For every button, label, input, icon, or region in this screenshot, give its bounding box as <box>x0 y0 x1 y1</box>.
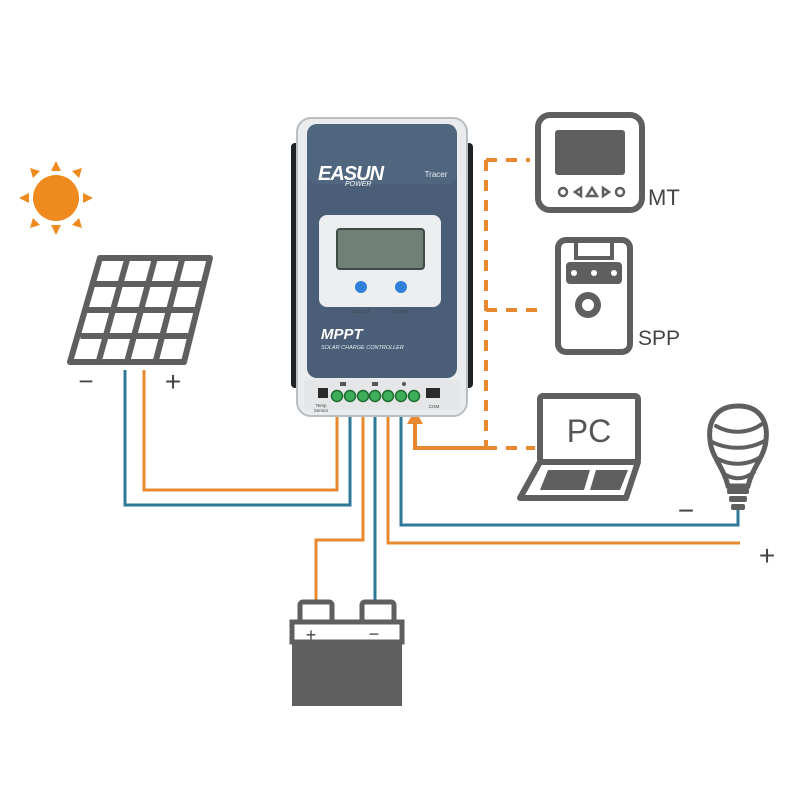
com-port-label: COM <box>429 404 440 409</box>
panel-minus-label: − <box>78 366 93 396</box>
spp-label: SPP <box>638 327 680 350</box>
temp-sensor-label-1: Temp <box>315 403 327 408</box>
pv-negative-wire <box>123 370 352 507</box>
panel-plus-label: + <box>165 366 181 397</box>
pc-screen-label: PC <box>567 413 611 449</box>
load-positive-wire <box>386 405 740 545</box>
enter-button[interactable] <box>395 281 407 293</box>
brand-logo-subtext: POWER <box>345 181 371 188</box>
load-plus-label: + <box>759 540 775 571</box>
temp-sensor-label-2: Sensor <box>314 408 329 413</box>
select-button[interactable] <box>355 281 367 293</box>
pv-wires <box>123 370 352 507</box>
com-links <box>407 158 540 450</box>
mppt-title: MPPT <box>321 326 365 343</box>
pv-positive-wire <box>142 370 339 492</box>
charge-controller: EASUN POWER Tracer SELECT ENTER MPPT SOL… <box>291 117 473 417</box>
pc-laptop-icon <box>517 393 641 501</box>
battery-positive-wire <box>314 405 365 605</box>
load-minus-label: − <box>678 495 694 526</box>
spp-device-icon <box>555 237 633 355</box>
load-wires <box>386 405 740 545</box>
controller-subtitle: SOLAR CHARGE CONTROLLER <box>321 345 404 351</box>
terminal-block <box>318 388 440 403</box>
battery-minus-label: − <box>369 624 380 644</box>
battery-wires <box>314 405 377 605</box>
lcd-screen <box>336 228 425 270</box>
brand-logo-text: EASUN <box>318 163 385 185</box>
mt-meter-icon <box>535 112 645 213</box>
solar-panel-icon <box>67 255 213 365</box>
light-bulb-icon <box>707 403 769 510</box>
battery-icon <box>289 599 405 706</box>
battery-plus-label: + <box>306 625 317 645</box>
terminal-icons <box>340 382 406 386</box>
model-label: Tracer <box>425 170 448 179</box>
sun-icon <box>19 161 93 235</box>
select-label: SELECT <box>352 309 370 314</box>
enter-label: ENTER <box>393 309 409 314</box>
mt-label: MT <box>648 185 680 210</box>
load-negative-wire <box>399 405 740 527</box>
